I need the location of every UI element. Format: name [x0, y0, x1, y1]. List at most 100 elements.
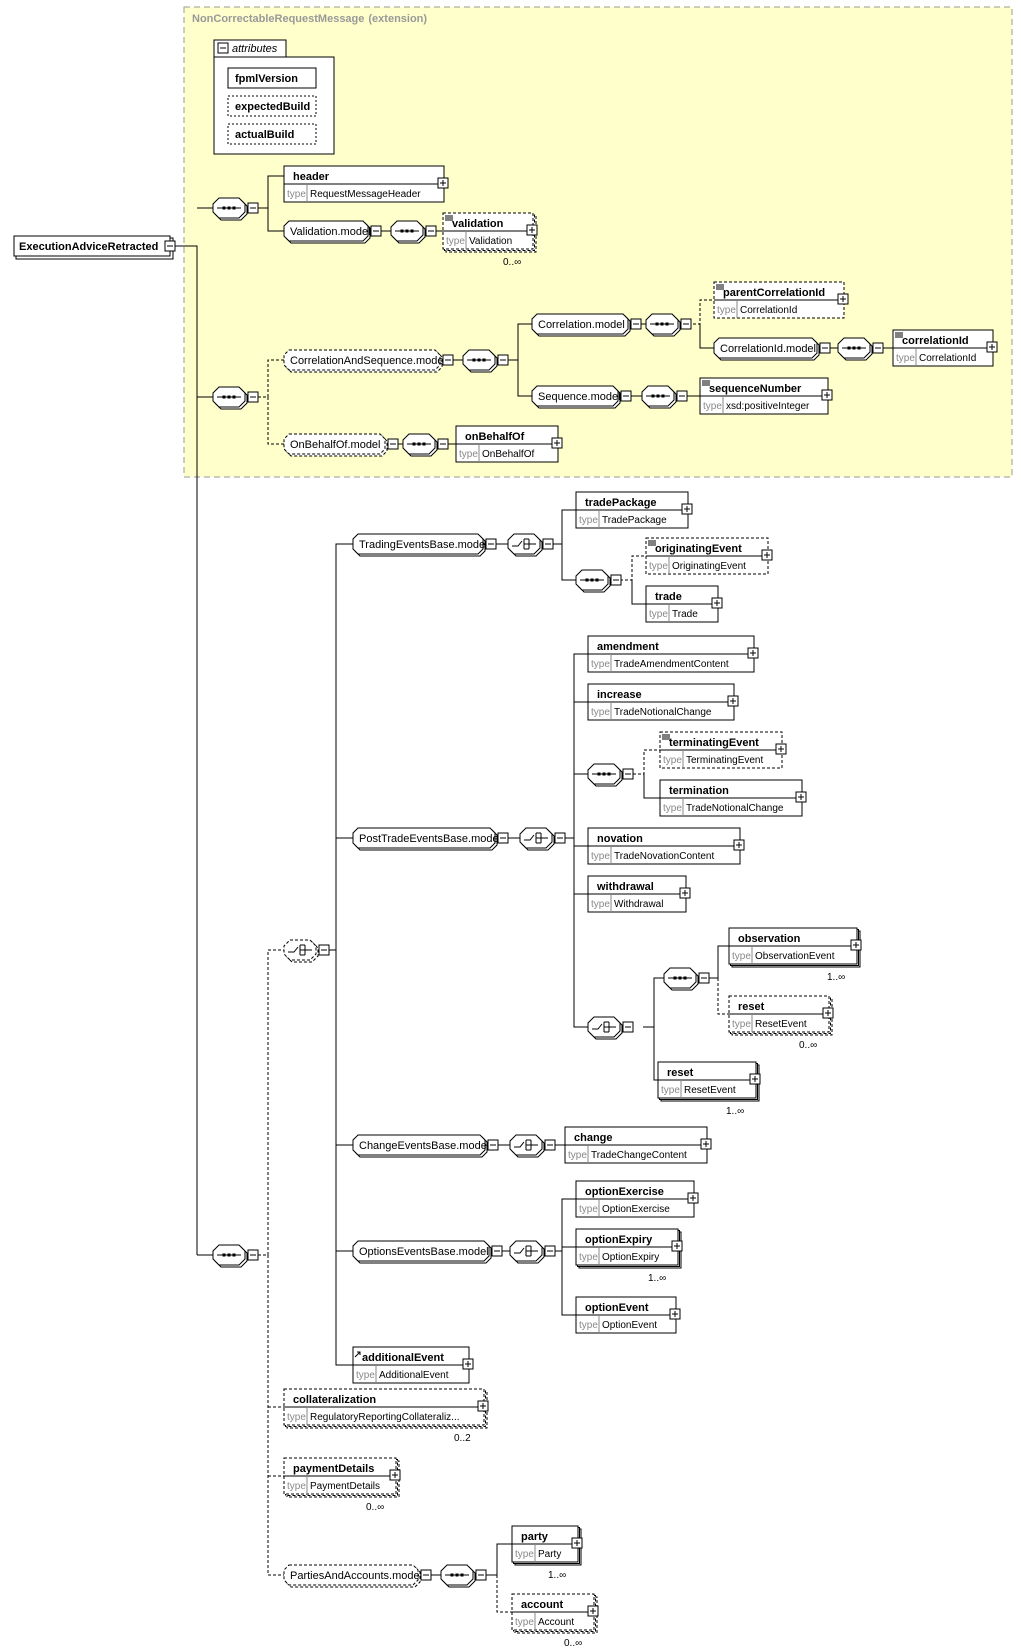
expand-icon[interactable] — [747, 647, 759, 659]
collapse-icon[interactable] — [164, 240, 176, 252]
expand-icon[interactable] — [700, 1138, 712, 1150]
sequence-compositor[interactable] — [212, 386, 248, 410]
collapse-icon[interactable] — [497, 354, 509, 366]
sequence-compositor[interactable] — [645, 313, 681, 337]
expand-icon[interactable] — [389, 1469, 401, 1481]
expand-icon[interactable] — [679, 887, 691, 899]
group-validation-model[interactable]: Validation.model — [283, 220, 371, 244]
collapse-icon[interactable] — [676, 390, 688, 402]
expand-icon[interactable] — [850, 939, 862, 951]
collapse-icon[interactable] — [622, 1021, 634, 1033]
expand-icon[interactable] — [551, 437, 563, 449]
collapse-icon[interactable] — [217, 42, 229, 54]
expand-icon[interactable] — [477, 1400, 489, 1412]
sequence-compositor[interactable] — [390, 220, 426, 244]
expand-icon[interactable] — [669, 1308, 681, 1320]
group-posttradeeventsbase-model[interactable]: PostTradeEventsBase.model — [352, 827, 501, 851]
expand-icon[interactable] — [727, 695, 739, 707]
sequence-compositor[interactable] — [837, 337, 873, 361]
sequence-compositor[interactable] — [575, 569, 611, 593]
group-changeeventsbase-model[interactable]: ChangeEventsBase.model — [352, 1134, 489, 1158]
expand-icon[interactable] — [761, 549, 773, 561]
group-onbehalfof-model[interactable]: OnBehalfOf.model — [283, 433, 388, 457]
collapse-icon[interactable] — [387, 438, 399, 450]
collapse-icon[interactable] — [247, 202, 259, 214]
group-tradingeventsbase-model[interactable]: TradingEventsBase.model — [352, 533, 488, 557]
expand-icon[interactable] — [526, 224, 538, 236]
expand-icon[interactable] — [671, 1240, 683, 1252]
collapse-icon[interactable] — [370, 225, 382, 237]
collapse-icon[interactable] — [420, 1569, 432, 1581]
group-correlationid-model[interactable]: CorrelationId.model — [713, 337, 820, 361]
collapse-icon[interactable] — [485, 538, 497, 550]
expand-icon[interactable] — [775, 743, 787, 755]
expand-icon[interactable] — [795, 791, 807, 803]
collapse-icon[interactable] — [698, 972, 710, 984]
collapse-icon[interactable] — [437, 438, 449, 450]
expand-icon[interactable] — [587, 1605, 599, 1617]
attribute-actualbuild[interactable]: actualBuild — [227, 123, 317, 145]
expand-icon[interactable] — [462, 1358, 474, 1370]
expand-icon[interactable] — [711, 597, 723, 609]
collapse-icon[interactable] — [630, 318, 642, 330]
expand-icon[interactable] — [986, 341, 998, 353]
collapse-icon[interactable] — [247, 1249, 259, 1261]
collapse-icon[interactable] — [247, 391, 259, 403]
collapse-icon[interactable] — [680, 318, 692, 330]
choice-compositor[interactable] — [507, 533, 543, 557]
collapse-icon[interactable] — [819, 342, 831, 354]
collapse-icon[interactable] — [487, 1139, 499, 1151]
collapse-icon[interactable] — [491, 1245, 503, 1257]
sequence-compositor[interactable] — [641, 385, 677, 409]
choice-compositor[interactable] — [283, 939, 319, 963]
collapse-icon[interactable] — [475, 1569, 487, 1581]
choice-compositor[interactable] — [509, 1134, 545, 1158]
collapse-icon[interactable] — [620, 390, 632, 402]
choice-compositor[interactable] — [519, 827, 555, 851]
collapse-icon[interactable] — [544, 1245, 556, 1257]
group-correlation-model[interactable]: Correlation.model — [531, 313, 631, 337]
sequence-compositor[interactable] — [587, 763, 623, 787]
group-partiesandaccounts-model[interactable]: PartiesAndAccounts.model — [283, 1564, 422, 1588]
choice-compositor[interactable] — [509, 1240, 545, 1264]
group-optionseventsbase-model[interactable]: OptionsEventsBase.model — [352, 1240, 492, 1264]
choice-compositor[interactable] — [587, 1016, 623, 1040]
expand-icon[interactable] — [687, 1192, 699, 1204]
group-correlationandsequence-model[interactable]: CorrelationAndSequence.model — [283, 349, 446, 373]
expand-icon[interactable] — [822, 1007, 834, 1019]
expand-icon[interactable] — [681, 503, 693, 515]
collapse-icon[interactable] — [622, 768, 634, 780]
sequence-compositor[interactable] — [212, 1244, 248, 1268]
collapse-icon[interactable] — [442, 354, 454, 366]
sequence-compositor[interactable] — [402, 433, 438, 457]
group-sequence-model[interactable]: Sequence.model — [531, 385, 621, 409]
sequence-compositor[interactable] — [462, 349, 498, 373]
collapse-icon[interactable] — [610, 574, 622, 586]
attribute-fpmlversion[interactable]: fpmlVersion — [227, 67, 317, 89]
collapse-icon[interactable] — [872, 342, 884, 354]
sequence-compositor[interactable] — [663, 967, 699, 991]
